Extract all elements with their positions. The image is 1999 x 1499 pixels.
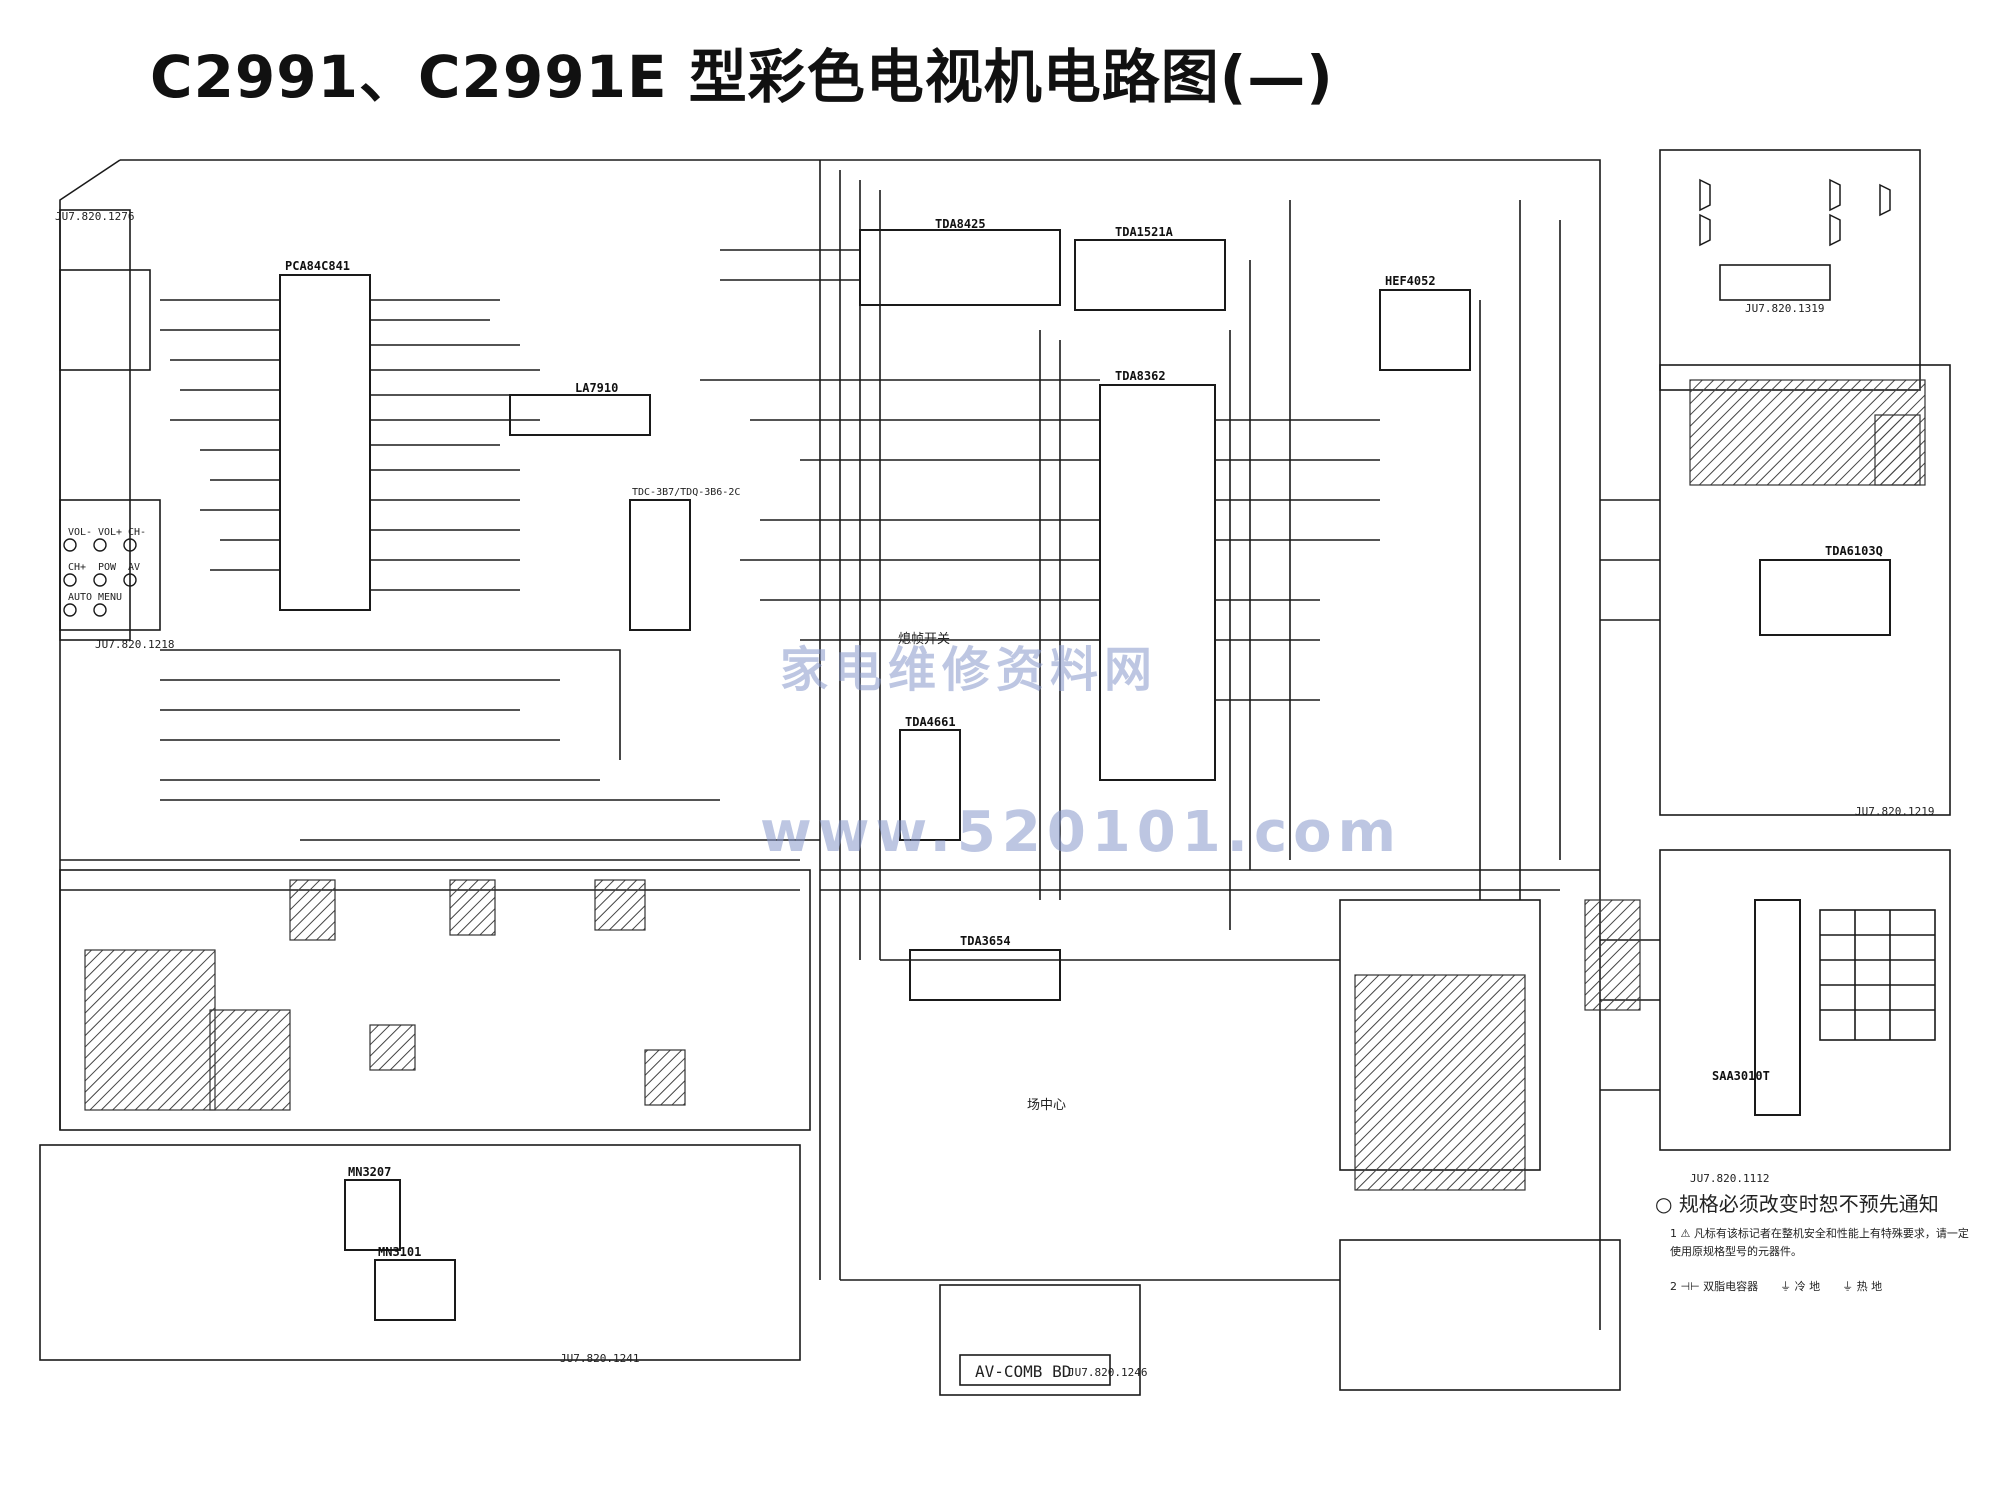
- ic-mn3207: MN3207: [348, 1165, 391, 1179]
- ic-tda6103q: TDA6103Q: [1825, 544, 1883, 558]
- ic-hef4052: HEF4052: [1385, 274, 1436, 288]
- page-title: C2991、C2991E 型彩色电视机电路图(—): [150, 43, 1334, 111]
- label-speaker-board: JU7.820.1319: [1745, 302, 1825, 315]
- blanking-switch-label: 熄帧开关: [898, 632, 951, 647]
- label-key-board: JU7.820.1218: [95, 638, 175, 651]
- note-2: 2 ⊣⊢ 双脂电容器 ⏚ 冷 地 ⏚ 热 地: [1670, 1280, 1883, 1293]
- key-label: AUTO: [68, 592, 92, 603]
- ic-tda8425: TDA8425: [935, 217, 986, 231]
- ic-tda8362: TDA8362: [1115, 369, 1166, 383]
- key-label: VOL-: [68, 527, 92, 538]
- ic-tuner: TDC-3B7/TDQ-3B6-2C: [632, 487, 740, 498]
- label-remote-board: JU7.820.1112: [1690, 1172, 1770, 1185]
- label-av-comb-board: AV-COMB BD: [975, 1362, 1072, 1381]
- cold-ground-label: 冷 地: [1794, 1280, 1821, 1293]
- key-label: CH+: [68, 562, 86, 573]
- note-2-index: 2: [1670, 1280, 1677, 1293]
- key-label: POW: [98, 562, 117, 573]
- watermark-line1: 家电维修资料网: [780, 642, 1159, 698]
- key-label: AV: [128, 562, 140, 573]
- ic-pca84c841: PCA84C841: [285, 259, 350, 273]
- hot-ground-label: 热 地: [1856, 1280, 1883, 1293]
- ic-tda1521a: TDA1521A: [1115, 225, 1174, 239]
- note-1: 1 ⚠ 凡标有该标记者在整机安全和性能上有特殊要求，请一定使用原规格型号的元器件…: [1670, 1227, 1969, 1258]
- ic-tda4661: TDA4661: [905, 715, 956, 729]
- key-label: CH-: [128, 527, 146, 538]
- label-y-board: JU7.820.1219: [1855, 805, 1935, 818]
- spec-notice: ○ 规格必须改变时恕不预先通知: [1655, 1192, 1939, 1216]
- label-card-board: JU7.820.1241: [560, 1352, 640, 1365]
- note-1-index: 1: [1670, 1227, 1677, 1240]
- note-1-text: 凡标有该标记者在整机安全和性能上有特殊要求，请一定使用原规格型号的元器件。: [1670, 1227, 1969, 1258]
- key-label: VOL+: [98, 527, 122, 538]
- ic-la7910: LA7910: [575, 381, 618, 395]
- watermark-line2: www.520101.com: [760, 800, 1402, 865]
- ic-mn3101: MN3101: [378, 1245, 421, 1259]
- spec-notice-text: 规格必须改变时恕不预先通知: [1678, 1192, 1939, 1216]
- label-av-comb-code: JU7.820.1246: [1068, 1366, 1148, 1379]
- note-2-text: 双脂电容器: [1703, 1280, 1759, 1293]
- label-e-board: JU7.820.1276: [55, 210, 135, 223]
- ic-tda3654: TDA3654: [960, 934, 1011, 948]
- field-center-label: 场中心: [1027, 1098, 1067, 1113]
- key-label: MENU: [98, 592, 122, 603]
- ic-saa3010t: SAA3010T: [1712, 1069, 1770, 1083]
